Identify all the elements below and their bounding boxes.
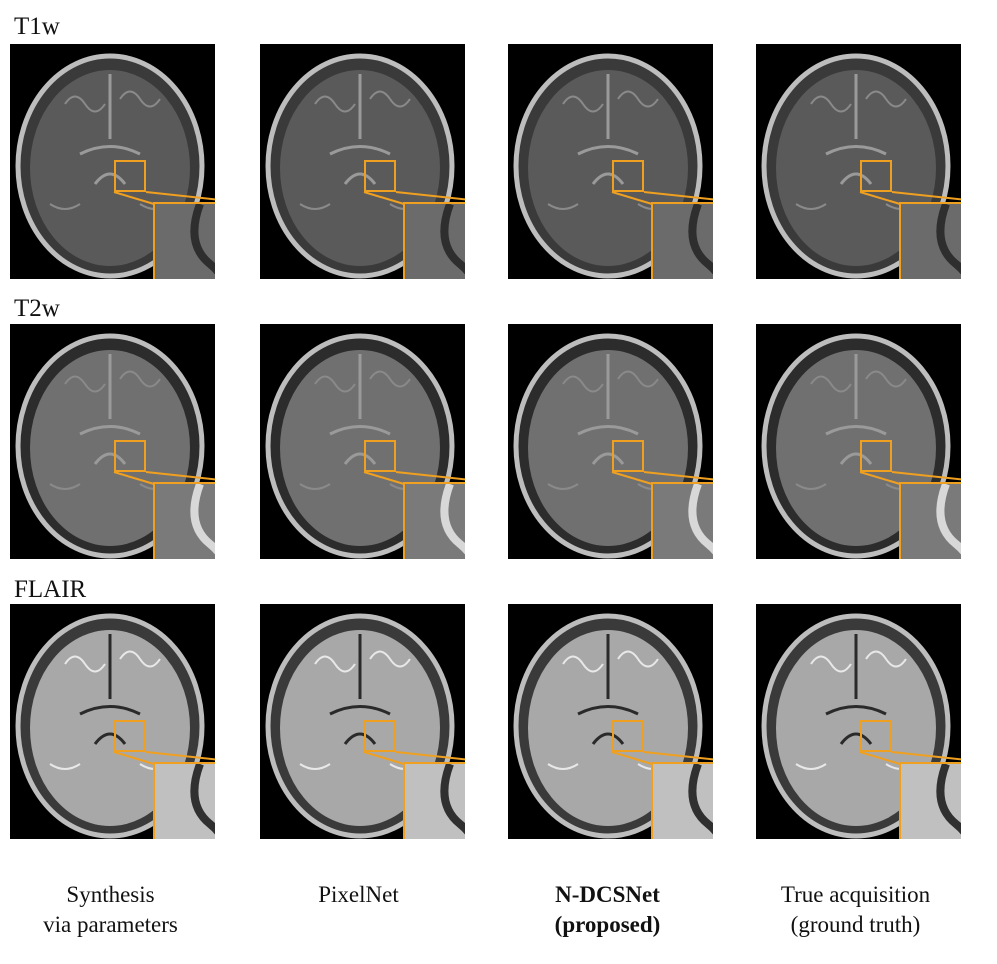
brain-structure-lines xyxy=(329,354,391,465)
zoom-inset xyxy=(651,482,713,559)
roi-box xyxy=(364,440,396,472)
zoom-inset xyxy=(899,202,961,279)
roi-box xyxy=(860,160,892,192)
roi-box xyxy=(612,440,644,472)
zoom-inset xyxy=(153,202,215,279)
brain-tissue xyxy=(776,70,936,266)
brain-structure-lines xyxy=(577,74,639,185)
brain-structure-lines xyxy=(329,634,391,745)
zoom-inset xyxy=(153,762,215,839)
gyri-pattern xyxy=(49,650,171,770)
brain-structure-lines xyxy=(577,634,639,745)
roi-box xyxy=(612,160,644,192)
gyri-pattern xyxy=(547,90,669,210)
brain-tissue xyxy=(528,350,688,546)
row-label-t1w: T1w xyxy=(14,13,60,40)
brain-structure-lines xyxy=(825,634,887,745)
brain-tissue xyxy=(30,350,190,546)
brain-tissue xyxy=(528,630,688,826)
brain-structure-lines xyxy=(79,634,141,745)
brain-tissue xyxy=(776,350,936,546)
caption-pixelnet: PixelNet xyxy=(318,882,399,907)
gyri-pattern xyxy=(299,370,421,490)
mri-panel-t2-synthesis xyxy=(10,324,215,559)
brain-tissue xyxy=(30,70,190,266)
row-label-flair: FLAIR xyxy=(14,576,87,603)
gyri-pattern xyxy=(49,370,171,490)
caption-ground-truth: True acquisition (ground truth) xyxy=(780,882,931,937)
mri-panel-flair-synthesis xyxy=(10,604,215,839)
brain-structure-lines xyxy=(329,74,391,185)
zoom-inset xyxy=(403,202,465,279)
row-label-t2w: T2w xyxy=(14,295,60,322)
brain-tissue xyxy=(280,70,440,266)
gyri-pattern xyxy=(49,90,171,210)
gyri-pattern xyxy=(547,650,669,770)
mri-panel-t2-ndcsnet xyxy=(508,324,713,559)
gyri-pattern xyxy=(299,90,421,210)
brain-structure-lines xyxy=(577,354,639,465)
roi-box xyxy=(114,440,146,472)
roi-box xyxy=(114,720,146,752)
roi-box xyxy=(364,160,396,192)
brain-tissue xyxy=(30,630,190,826)
mri-panel-t1-ndcsnet xyxy=(508,44,713,279)
gyri-pattern xyxy=(795,650,917,770)
zoom-inset xyxy=(153,482,215,559)
zoom-inset xyxy=(403,482,465,559)
gyri-pattern xyxy=(547,370,669,490)
mri-panel-flair-ground-truth xyxy=(756,604,961,839)
brain-slice-image xyxy=(513,613,703,839)
mri-panel-t1-ground-truth xyxy=(756,44,961,279)
zoom-inset xyxy=(899,762,961,839)
roi-box xyxy=(860,720,892,752)
mri-panel-t1-pixelnet xyxy=(260,44,465,279)
gyri-pattern xyxy=(299,650,421,770)
mri-panel-t2-pixelnet xyxy=(260,324,465,559)
roi-box xyxy=(364,720,396,752)
brain-structure-lines xyxy=(79,354,141,465)
roi-box xyxy=(860,440,892,472)
roi-box xyxy=(612,720,644,752)
mri-panel-flair-pixelnet xyxy=(260,604,465,839)
brain-tissue xyxy=(528,70,688,266)
gyri-pattern xyxy=(795,90,917,210)
brain-tissue xyxy=(776,630,936,826)
brain-structure-lines xyxy=(825,74,887,185)
zoom-inset xyxy=(651,202,713,279)
roi-box xyxy=(114,160,146,192)
brain-structure-lines xyxy=(825,354,887,465)
caption-ndcsnet: N-DCSNet (proposed) xyxy=(554,882,661,937)
brain-structure-lines xyxy=(79,74,141,185)
brain-tissue xyxy=(280,630,440,826)
caption-synthesis: Synthesis via parameters xyxy=(43,882,178,937)
zoom-inset xyxy=(899,482,961,559)
mri-panel-flair-ndcsnet xyxy=(508,604,713,839)
gyri-pattern xyxy=(795,370,917,490)
zoom-inset xyxy=(651,762,713,839)
zoom-inset xyxy=(403,762,465,839)
brain-tissue xyxy=(280,350,440,546)
mri-panel-t2-ground-truth xyxy=(756,324,961,559)
mri-panel-t1-synthesis xyxy=(10,44,215,279)
